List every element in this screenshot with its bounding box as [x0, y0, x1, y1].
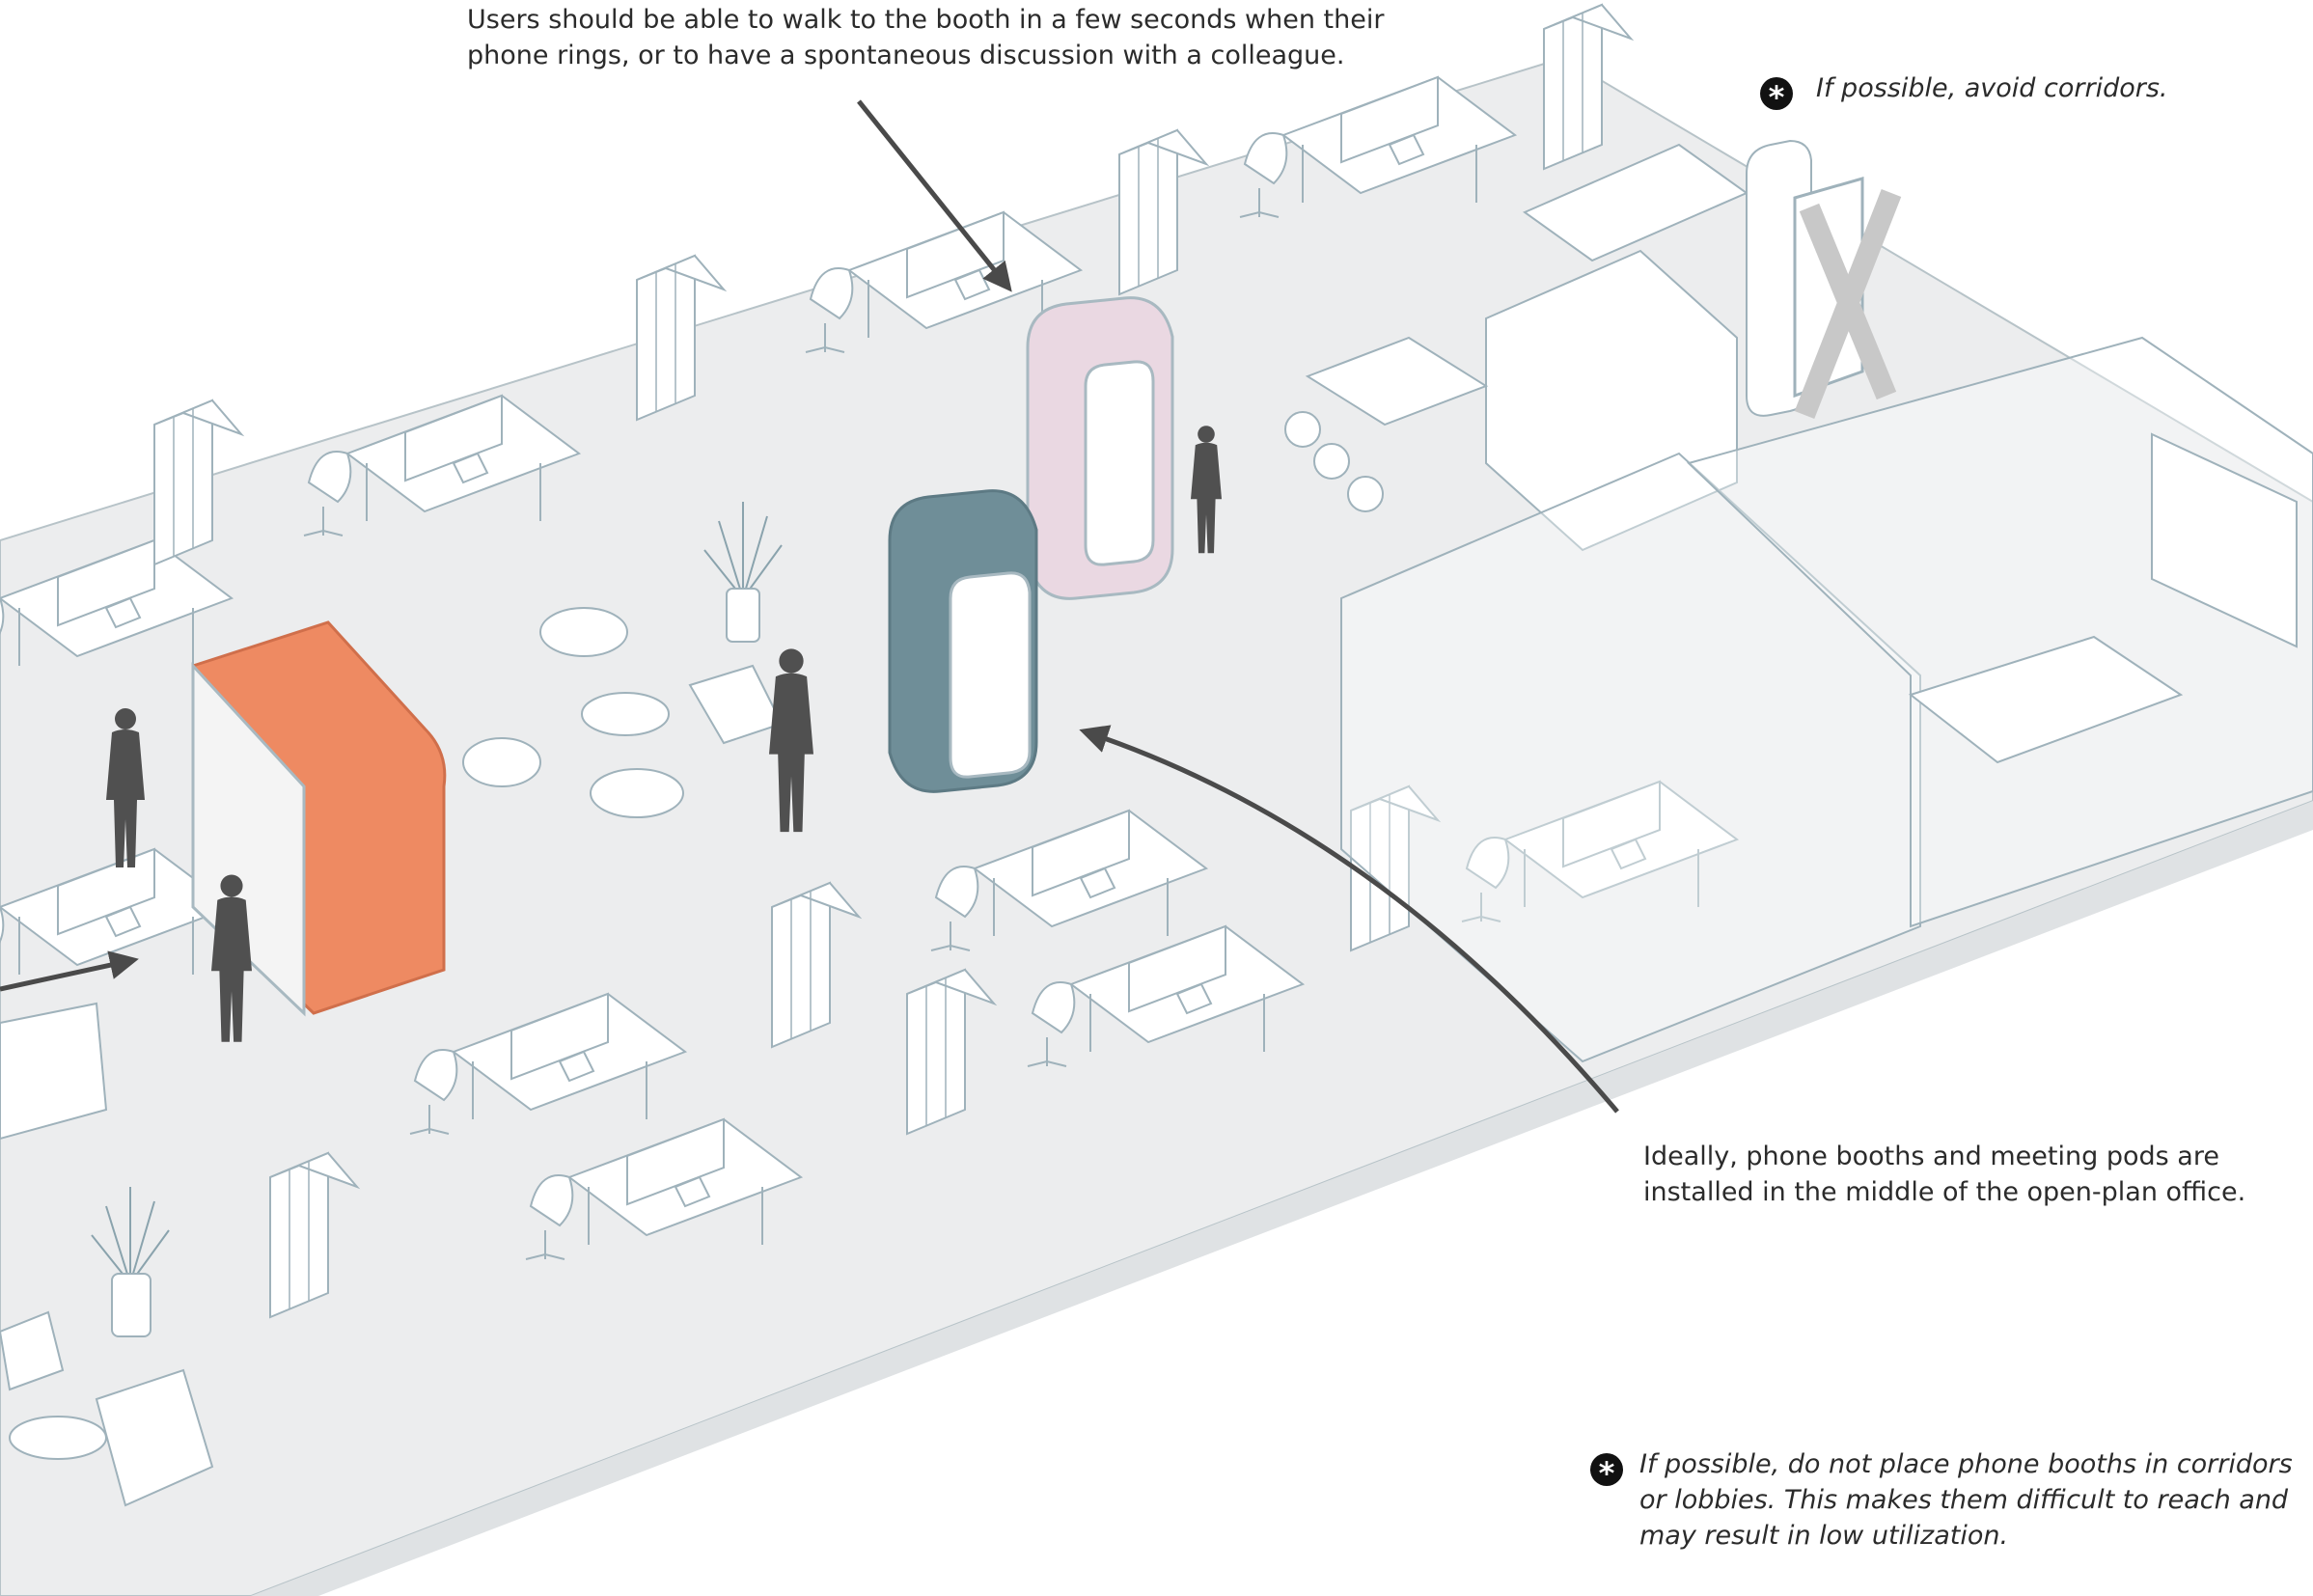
- note-avoid-corridors: If possible, avoid corridors.: [1816, 73, 2168, 103]
- asterisk-icon: *: [1590, 1453, 1623, 1492]
- cross-mark-icon: [1794, 188, 1902, 420]
- blue-phone-booth: [888, 489, 1038, 793]
- note-walk-to-booth: Users should be able to walk to the boot…: [467, 5, 1385, 70]
- plant-icon: [703, 502, 783, 643]
- asterisk-icon: *: [1760, 77, 1793, 116]
- arrow-icon: [1079, 725, 1619, 1114]
- note-middle-placement: Ideally, phone booths and meeting pods a…: [1643, 1142, 2246, 1207]
- note-not-in-corridors: If possible, do not place phone booths i…: [1639, 1449, 2293, 1551]
- plant-icon: [91, 1187, 170, 1337]
- pink-phone-booth: [1026, 296, 1174, 600]
- arrow-icon: [857, 99, 1012, 292]
- arrow-icon: [0, 950, 139, 992]
